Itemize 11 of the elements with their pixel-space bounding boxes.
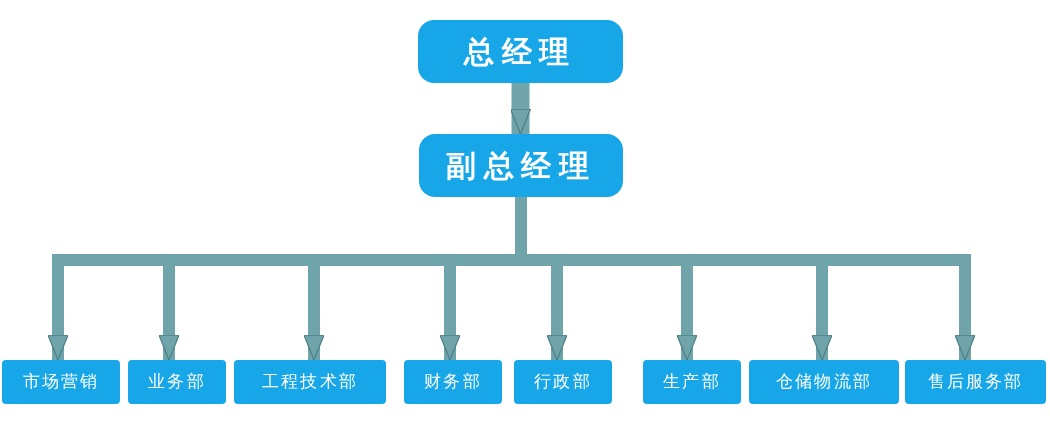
block-arrow	[509, 83, 532, 135]
department-box: 财务部	[404, 360, 502, 404]
department-box: 生产部	[643, 360, 741, 404]
department-box: 副总经理	[419, 134, 623, 197]
department-box: 仓储物流部	[749, 360, 899, 404]
department-box: 售后服务部	[905, 360, 1046, 404]
department-box: 行政部	[514, 360, 612, 404]
department-box: 总经理	[418, 20, 623, 83]
department-box: 业务部	[128, 360, 226, 404]
department-box: 工程技术部	[234, 360, 386, 404]
department-box: 市场营销	[2, 360, 120, 404]
